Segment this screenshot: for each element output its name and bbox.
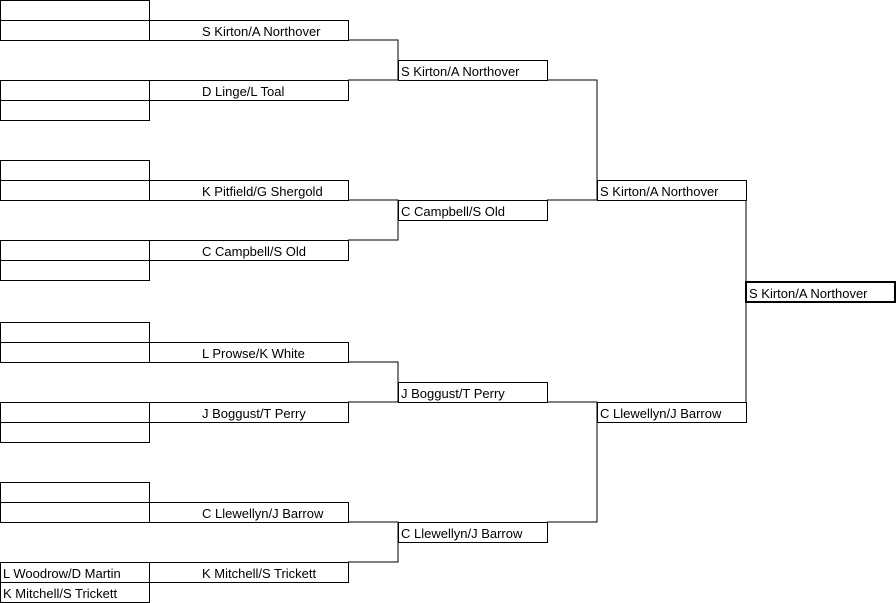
r2-slot-7 — [149, 502, 349, 523]
r1-team-15: L Woodrow/D Martin — [3, 566, 121, 581]
connector-qf-sf-2 — [547, 401, 598, 523]
connector-r2-qf-3 — [348, 361, 399, 403]
r2-slot-6 — [149, 402, 349, 423]
r1-slot-2 — [0, 20, 150, 41]
qf-team-1: S Kirton/A Northover — [401, 64, 520, 79]
r1-slot-7 — [0, 240, 150, 261]
round-2: S Kirton/A Northover D Linge/L Toal K Pi… — [149, 20, 349, 583]
r1-slot-14 — [0, 502, 150, 523]
r2-team-6: J Boggust/T Perry — [202, 406, 306, 421]
r1-slot-5 — [0, 160, 150, 181]
sf-team-2: C Llewellyn/J Barrow — [600, 406, 722, 421]
qf-team-3: J Boggust/T Perry — [401, 386, 505, 401]
r2-team-1: S Kirton/A Northover — [202, 24, 321, 39]
r1-slot-3 — [0, 80, 150, 101]
r2-slot-2 — [149, 80, 349, 101]
connector-qf-sf-1 — [547, 79, 598, 201]
qf-slot-2 — [398, 200, 548, 221]
r2-slot-5 — [149, 342, 349, 363]
r2-slot-4 — [149, 240, 349, 261]
r1-slot-12 — [0, 422, 150, 443]
connector-r2-qf-2 — [348, 199, 399, 241]
qf-slot-1 — [398, 60, 548, 81]
r2-team-3: K Pitfield/G Shergold — [202, 184, 323, 199]
r2-team-7: C Llewellyn/J Barrow — [202, 506, 324, 521]
r2-team-4: C Campbell/S Old — [202, 244, 306, 259]
round-1: L Woodrow/D Martin K Mitchell/S Trickett — [0, 0, 150, 603]
sf-team-1: S Kirton/A Northover — [600, 184, 719, 199]
r1-slot-11 — [0, 402, 150, 423]
r1-slot-13 — [0, 482, 150, 503]
qf-team-2: C Campbell/S Old — [401, 204, 505, 219]
r1-team-16: K Mitchell/S Trickett — [3, 586, 118, 601]
r2-team-8: K Mitchell/S Trickett — [202, 566, 317, 581]
r1-slot-1 — [0, 0, 150, 21]
connector-r2-qf-4 — [348, 521, 399, 563]
r2-slot-3 — [149, 180, 349, 201]
quarterfinals: S Kirton/A Northover C Campbell/S Old J … — [398, 60, 548, 543]
r1-slot-4 — [0, 100, 150, 121]
qf-slot-3 — [398, 382, 548, 403]
r2-slot-1 — [149, 20, 349, 41]
r1-slot-8 — [0, 260, 150, 281]
sf-slot-1 — [597, 180, 747, 201]
sf-slot-2 — [597, 402, 747, 423]
winner: S Kirton/A Northover — [745, 281, 896, 303]
r2-team-5: L Prowse/K White — [202, 346, 305, 361]
qf-team-4: C Llewellyn/J Barrow — [401, 526, 523, 541]
qf-slot-4 — [398, 522, 548, 543]
r2-team-2: D Linge/L Toal — [202, 84, 285, 99]
bracket-connectors — [348, 39, 747, 563]
r1-slot-10 — [0, 342, 150, 363]
winner-team: S Kirton/A Northover — [749, 286, 868, 301]
r1-slot-6 — [0, 180, 150, 201]
winner-slot — [745, 281, 896, 303]
semifinals: S Kirton/A Northover C Llewellyn/J Barro… — [597, 180, 747, 423]
r1-slot-9 — [0, 322, 150, 343]
connector-r2-qf-1 — [348, 39, 399, 81]
r2-slot-8 — [149, 562, 349, 583]
